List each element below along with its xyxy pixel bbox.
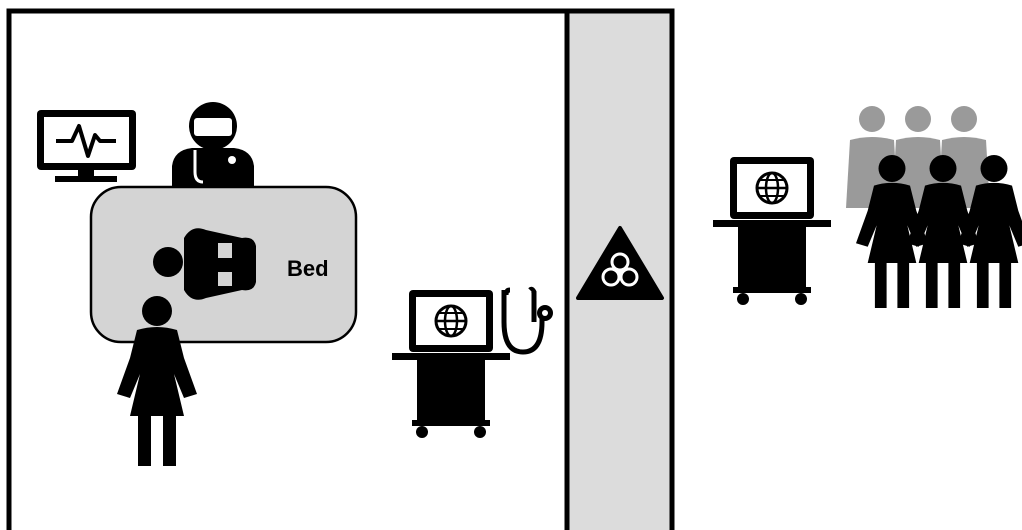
bed-label: Bed bbox=[287, 256, 329, 281]
laptop-cart-icon bbox=[713, 157, 831, 305]
group-of-people-icon bbox=[846, 106, 1022, 308]
